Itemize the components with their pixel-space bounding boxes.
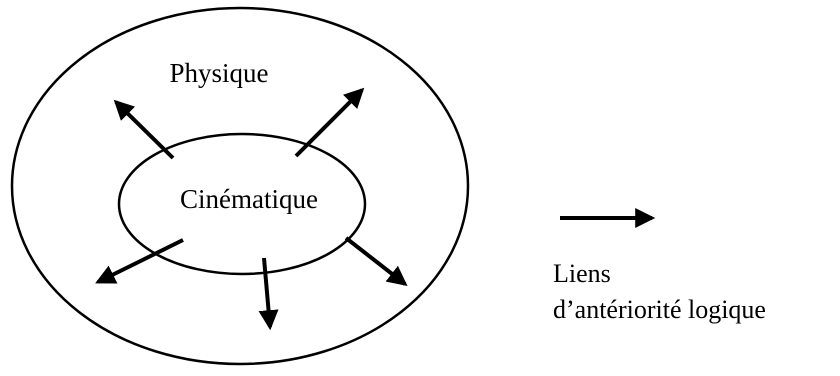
legend-label-line2: d’antériorité logique: [553, 295, 766, 324]
arrow-down-left: [95, 238, 184, 284]
arrow-up-right: [294, 87, 365, 158]
legend-label-line1: Liens: [553, 259, 611, 288]
inner-label: Cinématique: [180, 184, 318, 214]
outer-ellipse-physique: [10, 6, 470, 366]
arrow-up-left: [113, 99, 175, 160]
arrow-down: [258, 257, 279, 331]
inner-ellipse-cinematique: [117, 132, 367, 276]
outer-label: Physique: [169, 58, 268, 88]
arrow-down-right: [344, 236, 408, 286]
